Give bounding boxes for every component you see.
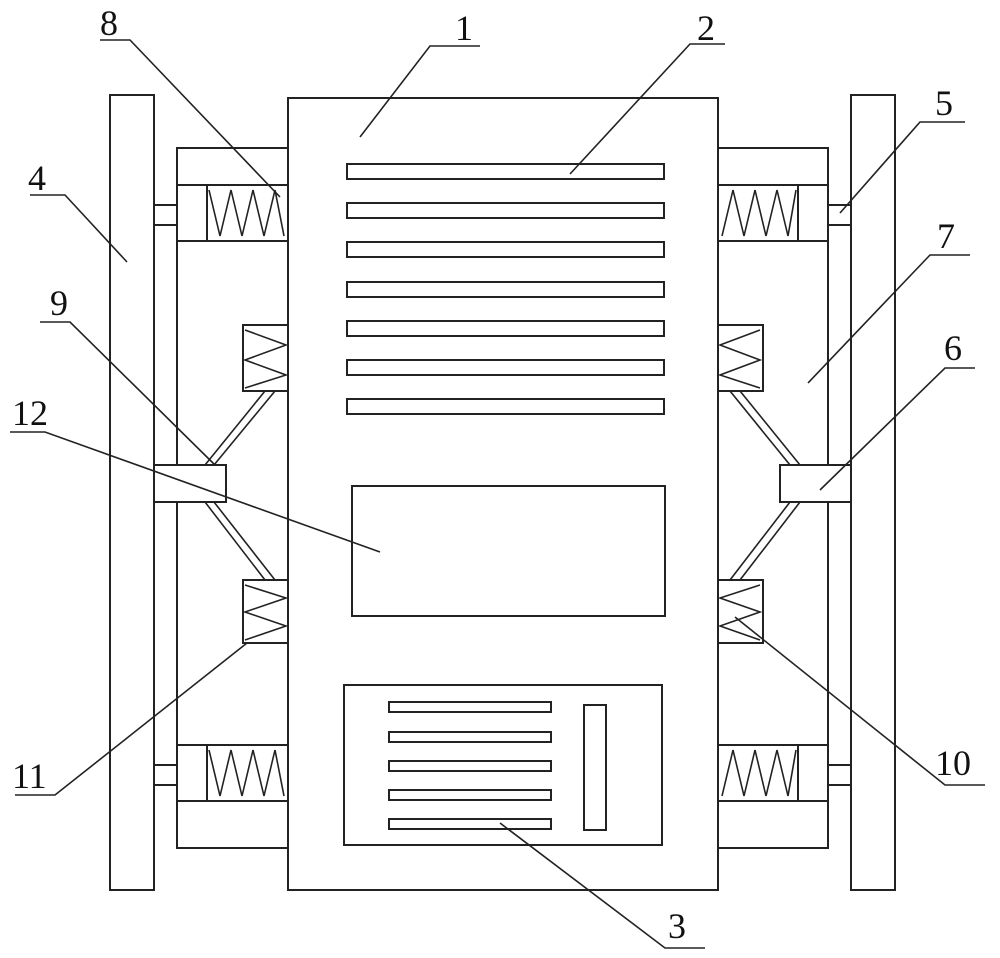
left-linkage (153, 324, 289, 644)
label-3: 3 (668, 906, 686, 946)
label-11: 11 (12, 756, 47, 796)
label-2: 2 (697, 8, 715, 48)
label-1: 1 (455, 8, 473, 48)
leader-lines (10, 39, 985, 949)
label-5: 5 (935, 83, 953, 123)
label-12: 12 (12, 393, 48, 433)
label-4: 4 (28, 158, 46, 198)
label-10: 10 (935, 743, 971, 783)
label-7: 7 (937, 216, 955, 256)
label-8: 8 (100, 3, 118, 43)
right-linkage (717, 324, 852, 644)
lower-control-panel (343, 684, 663, 846)
right-rail (850, 94, 896, 891)
left-top-spring-assembly (153, 184, 289, 242)
right-bottom-spring-assembly (717, 744, 852, 802)
label-6: 6 (944, 328, 962, 368)
left-rail (109, 94, 155, 891)
right-top-spring-assembly (717, 184, 852, 242)
display-panel (351, 485, 666, 617)
left-bottom-spring-assembly (153, 744, 289, 802)
vent-slots (346, 163, 665, 415)
label-9: 9 (50, 283, 68, 323)
